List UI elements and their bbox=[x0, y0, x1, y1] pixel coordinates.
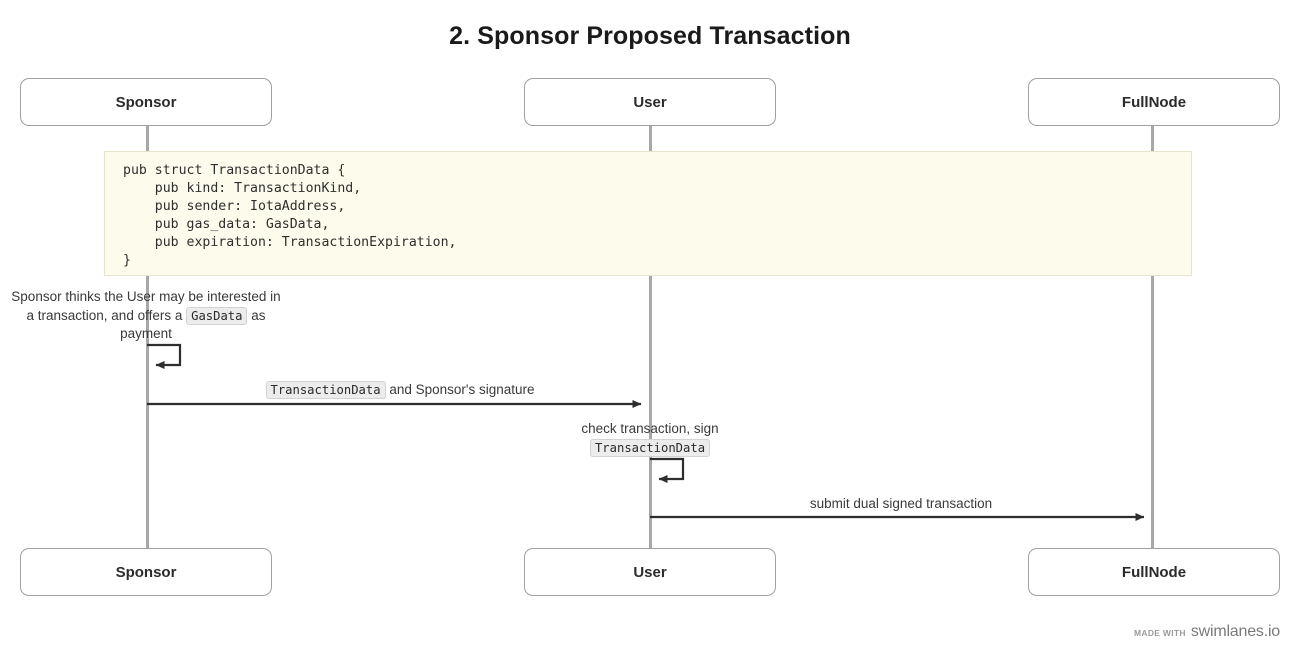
message-label-user-self: check transaction, sign TransactionData bbox=[545, 420, 755, 457]
message-label-sponsor-to-user-text: and Sponsor's signature bbox=[385, 382, 535, 397]
participant-label-user-top: User bbox=[633, 93, 667, 111]
inline-code-transactiondata-2: TransactionData bbox=[589, 438, 711, 457]
participant-label-user-bottom: User bbox=[633, 563, 667, 581]
message-label-sponsor-to-user: TransactionData and Sponsor's signature bbox=[190, 381, 610, 400]
participant-box-sponsor-bottom[interactable]: Sponsor bbox=[20, 548, 272, 596]
participant-label-fullnode-bottom: FullNode bbox=[1121, 563, 1187, 581]
message-label-sponsor-self-part-3: as payment bbox=[120, 307, 266, 342]
message-label-user-to-fullnode-text: submit dual signed transaction bbox=[809, 496, 993, 511]
arrow-user-self bbox=[650, 457, 685, 483]
footer-made-with-label: MADE WITH bbox=[1134, 628, 1186, 638]
lifeline-fullnode bbox=[1151, 124, 1154, 552]
participant-box-user-top[interactable]: User bbox=[524, 78, 776, 126]
participant-box-sponsor-top[interactable]: Sponsor bbox=[20, 78, 272, 126]
participant-box-fullnode-bottom[interactable]: FullNode bbox=[1028, 548, 1280, 596]
participant-label-sponsor-top: Sponsor bbox=[115, 93, 177, 111]
arrow-sponsor-self bbox=[147, 343, 182, 369]
message-label-user-self-text: check transaction, sign bbox=[581, 421, 719, 436]
code-note-transaction-data: pub struct TransactionData { pub kind: T… bbox=[104, 151, 1192, 276]
participant-label-fullnode-top: FullNode bbox=[1121, 93, 1187, 111]
footer-credit[interactable]: MADE WITH swimlanes.io bbox=[1134, 623, 1280, 641]
message-label-sponsor-self: Sponsor thinks the User may be intereste… bbox=[10, 288, 282, 344]
page-title: 2. Sponsor Proposed Transaction bbox=[449, 22, 851, 50]
lifeline-user bbox=[649, 124, 652, 552]
message-label-sponsor-self-part-1: Sponsor thinks the User may be intereste… bbox=[11, 289, 281, 323]
inline-code-transactiondata-1: TransactionData bbox=[265, 381, 386, 399]
participant-label-sponsor-bottom: Sponsor bbox=[115, 563, 177, 581]
participant-box-fullnode-top[interactable]: FullNode bbox=[1028, 78, 1280, 126]
code-note-text: pub struct TransactionData { pub kind: T… bbox=[123, 163, 457, 268]
message-label-user-to-fullnode: submit dual signed transaction bbox=[700, 495, 1102, 514]
lifeline-sponsor bbox=[146, 124, 149, 552]
inline-code-gasdata: GasData bbox=[186, 306, 248, 325]
participant-box-user-bottom[interactable]: User bbox=[524, 548, 776, 596]
footer-brand-name: swimlanes.io bbox=[1190, 623, 1280, 640]
